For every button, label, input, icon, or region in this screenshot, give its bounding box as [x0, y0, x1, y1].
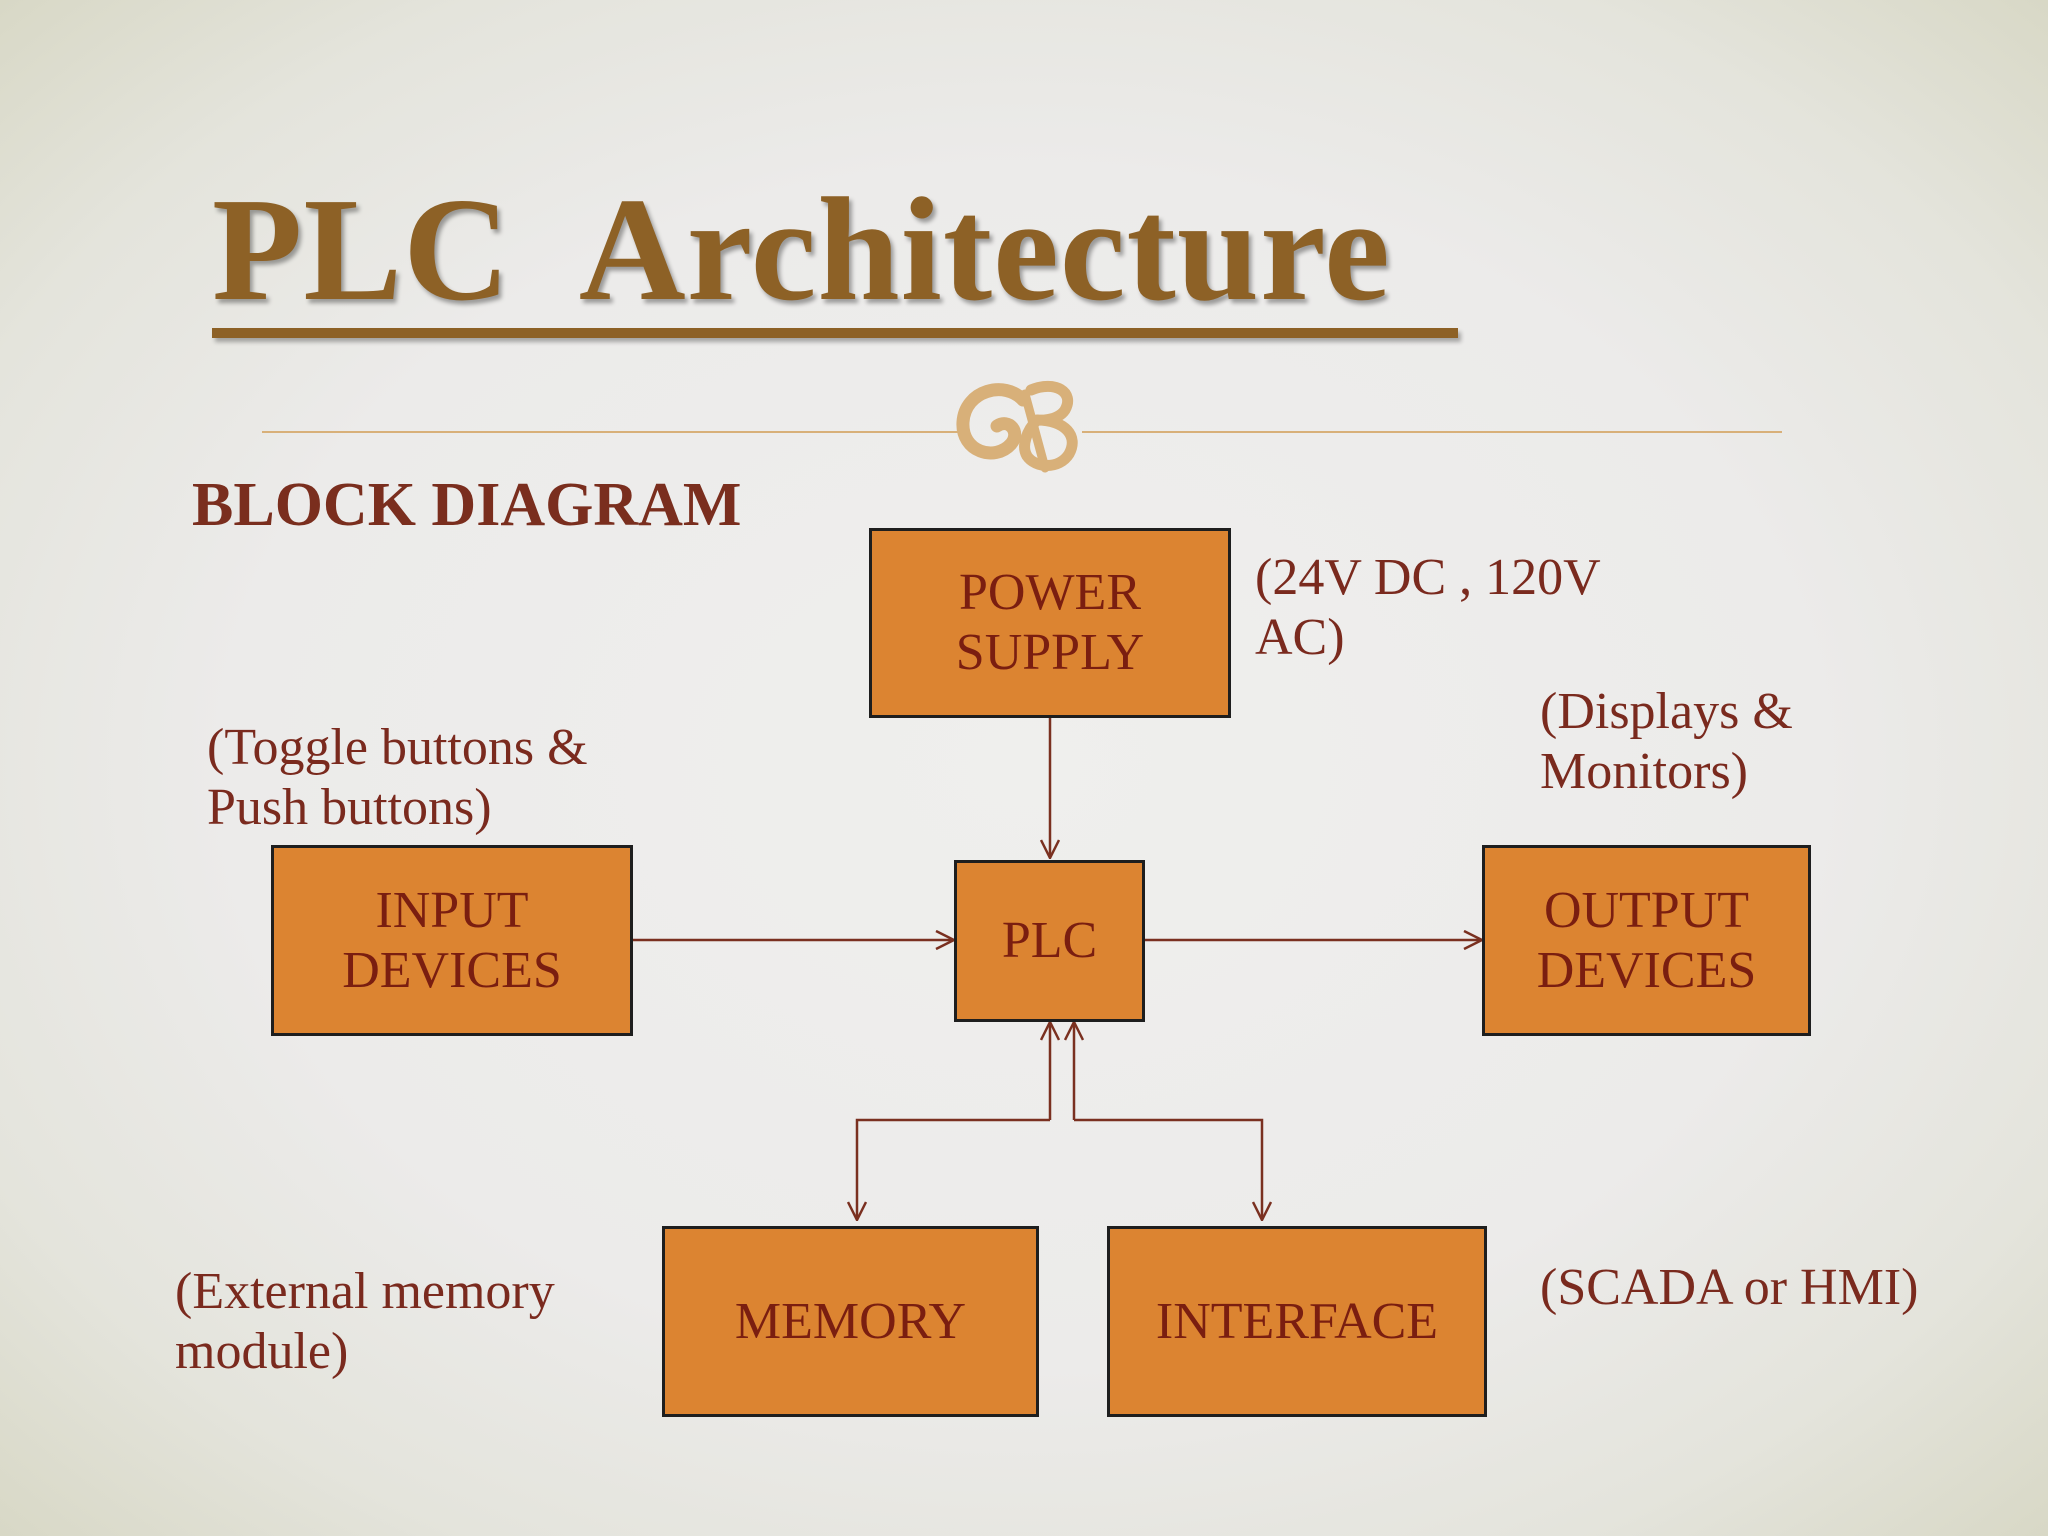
divider-rule-right: [1082, 431, 1782, 433]
power-supply-label: POWER SUPPLY: [955, 564, 1145, 681]
divider-rule-left: [262, 431, 962, 433]
output-devices-note: (Displays & Monitors): [1540, 683, 1793, 800]
slide-title: PLC Architecture: [212, 168, 1391, 332]
plc-to-interface-arrow: [1074, 1118, 1262, 1220]
power-supply-block: POWER SUPPLY: [869, 528, 1231, 718]
memory-label: MEMORY: [734, 1292, 967, 1350]
title-underline: [212, 328, 1458, 338]
plc-to-memory-arrow: [857, 1118, 1050, 1220]
output-devices-label: OUTPUT DEVICES: [1536, 881, 1757, 999]
plc-label: PLC: [1001, 912, 1098, 969]
memory-block: MEMORY: [662, 1226, 1039, 1417]
output-devices-block: OUTPUT DEVICES: [1482, 845, 1811, 1036]
interface-block: INTERFACE: [1107, 1226, 1487, 1417]
input-devices-block: INPUT DEVICES: [271, 845, 633, 1036]
input-devices-note: (Toggle buttons & Push buttons): [207, 719, 588, 836]
power-supply-note: (24V DC , 120V AC): [1255, 549, 1601, 666]
plc-block: PLC: [954, 860, 1145, 1022]
swash-ornament-icon: [956, 380, 1078, 473]
memory-note: (External memory module): [175, 1263, 555, 1380]
block-diagram-heading: BLOCK DIAGRAM: [192, 471, 742, 539]
interface-label: INTERFACE: [1155, 1292, 1439, 1350]
input-devices-label: INPUT DEVICES: [342, 881, 562, 999]
interface-note: (SCADA or HMI): [1540, 1259, 1919, 1316]
